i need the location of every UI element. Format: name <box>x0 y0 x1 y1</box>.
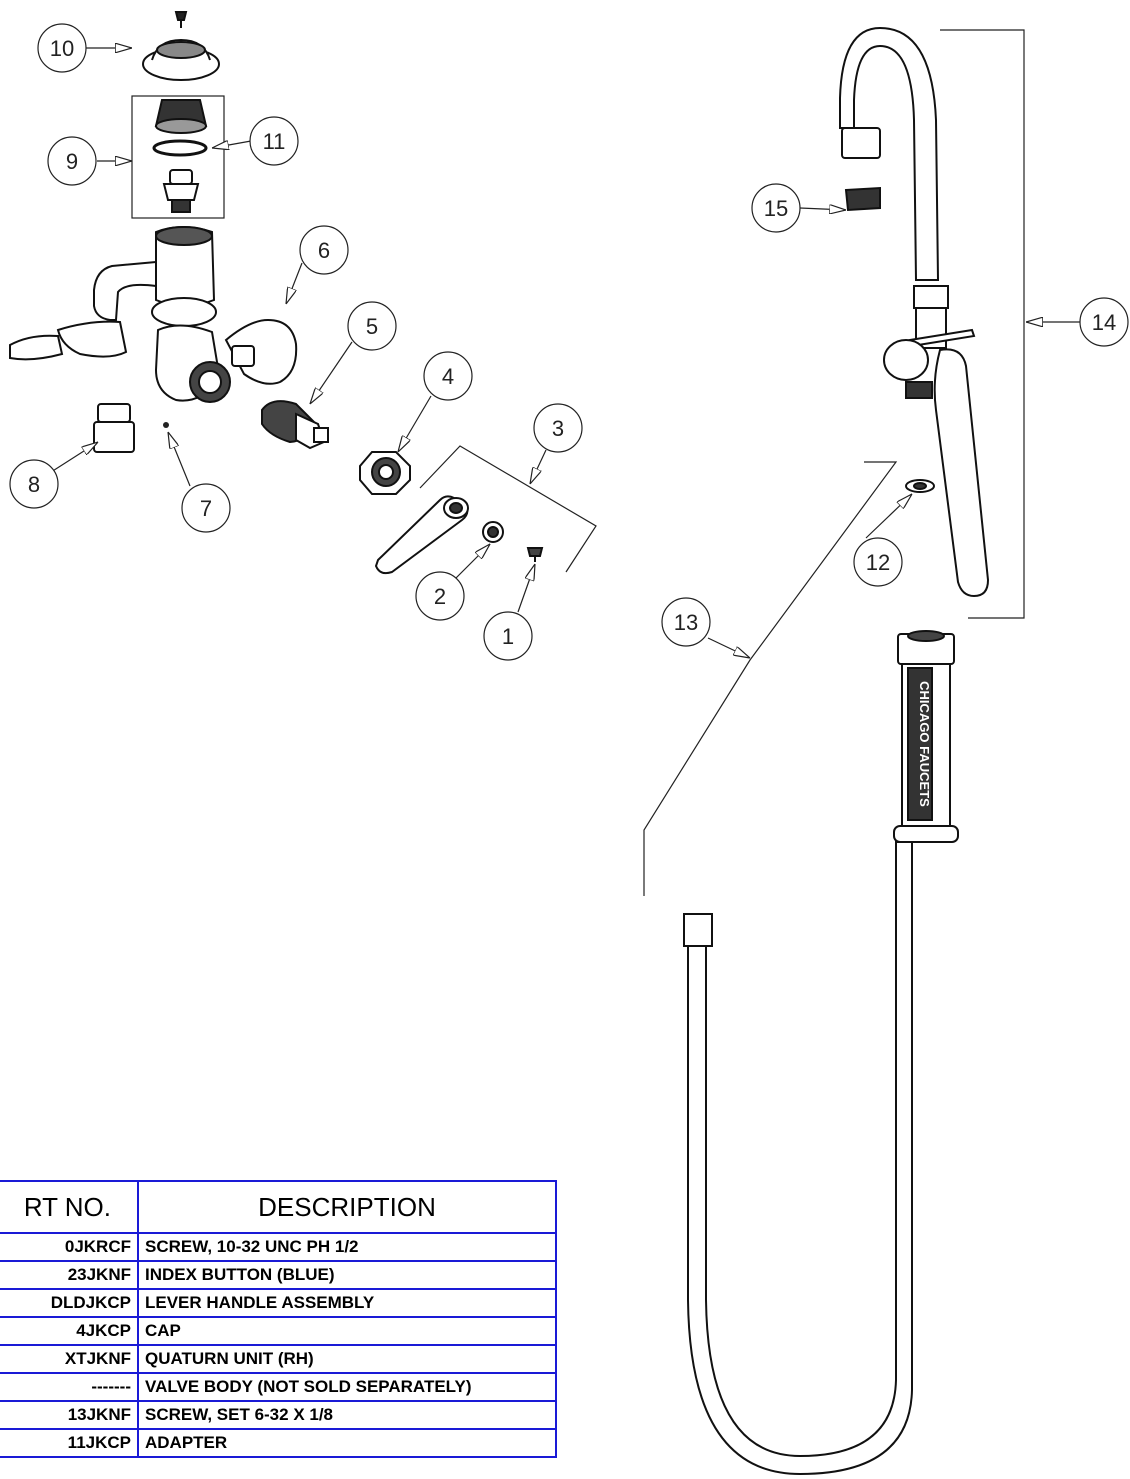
part-9-cartridge-group <box>131 95 225 219</box>
svg-text:10: 10 <box>50 36 74 61</box>
part-15-aerator <box>844 186 881 212</box>
part-no-cell: 4JKCP <box>0 1316 139 1346</box>
part-3-lever-handle-assembly <box>374 445 597 575</box>
callout-6: 6 <box>299 225 349 275</box>
svg-text:3: 3 <box>552 416 564 441</box>
part-13-hose: CHICAGO FAUCETS <box>643 461 959 1476</box>
description-cell: SCREW, 10-32 UNC PH 1/2 <box>137 1232 557 1262</box>
part-no-cell: 0JKRCF <box>0 1232 139 1262</box>
description-cell: CAP <box>137 1316 557 1346</box>
description-cell: LEVER HANDLE ASSEMBLY <box>137 1288 557 1318</box>
svg-text:1: 1 <box>502 624 514 649</box>
description-header: DESCRIPTION <box>137 1180 557 1234</box>
part-1-screw <box>526 547 544 562</box>
table-row: -------VALVE BODY (NOT SOLD SEPARATELY) <box>0 1372 557 1402</box>
callout-13: 13 <box>661 597 711 647</box>
callout-7: 7 <box>181 483 231 533</box>
callout-9: 9 <box>47 136 97 186</box>
part-6-valve-body <box>9 226 298 403</box>
svg-text:11: 11 <box>263 129 286 154</box>
part-no-cell: ------- <box>0 1372 139 1402</box>
callout-10: 10 <box>37 23 87 73</box>
svg-text:7: 7 <box>200 496 212 521</box>
svg-text:12: 12 <box>866 550 890 575</box>
callout-5: 5 <box>347 301 397 351</box>
part-8-adapter <box>93 403 135 453</box>
description-cell: SCREW, SET 6-32 X 1/8 <box>137 1400 557 1430</box>
part-14-spout-assembly <box>839 26 1025 619</box>
part-7-set-screw <box>163 422 169 428</box>
part-10-screw-and-cap <box>142 11 220 81</box>
svg-text:5: 5 <box>366 314 378 339</box>
svg-text:4: 4 <box>442 364 454 389</box>
callout-2: 2 <box>415 571 465 621</box>
callout-4: 4 <box>423 351 473 401</box>
callout-balloons: 1 2 3 4 5 6 7 8 9 10 11 12 13 14 15 <box>9 23 1129 661</box>
part-no-cell: DLDJKCP <box>0 1288 139 1318</box>
callout-1: 1 <box>483 611 533 661</box>
part-no-header: RT NO. <box>0 1180 139 1234</box>
callout-3: 3 <box>533 403 583 453</box>
part-2-index-button <box>482 521 504 543</box>
description-cell: INDEX BUTTON (BLUE) <box>137 1260 557 1290</box>
svg-text:13: 13 <box>674 610 698 635</box>
svg-text:9: 9 <box>66 149 78 174</box>
callout-14: 14 <box>1079 297 1129 347</box>
callout-15: 15 <box>751 183 801 233</box>
svg-text:2: 2 <box>434 584 446 609</box>
parts-table-header-row: RT NO. DESCRIPTION <box>0 1180 557 1234</box>
part-no-cell: 11JKCP <box>0 1428 139 1458</box>
callout-8: 8 <box>9 459 59 509</box>
part-5-quaturn-unit <box>261 400 329 450</box>
part-no-cell: XTJKNF <box>0 1344 139 1374</box>
svg-text:15: 15 <box>764 196 788 221</box>
hose-brand-label: CHICAGO FAUCETS <box>917 681 932 807</box>
description-cell: QUATURN UNIT (RH) <box>137 1344 557 1374</box>
callout-11: 11 <box>249 116 299 166</box>
part-no-cell: 13JKNF <box>0 1400 139 1430</box>
svg-text:8: 8 <box>28 472 40 497</box>
description-cell: ADAPTER <box>137 1428 557 1458</box>
description-cell: VALVE BODY (NOT SOLD SEPARATELY) <box>137 1372 557 1402</box>
callout-12: 12 <box>853 537 903 587</box>
svg-text:14: 14 <box>1092 310 1116 335</box>
callout-leaders <box>47 48 1080 658</box>
part-4-cap <box>359 451 411 495</box>
part-no-cell: 23JKNF <box>0 1260 139 1290</box>
part-12-washer <box>905 479 935 493</box>
svg-text:6: 6 <box>318 238 330 263</box>
